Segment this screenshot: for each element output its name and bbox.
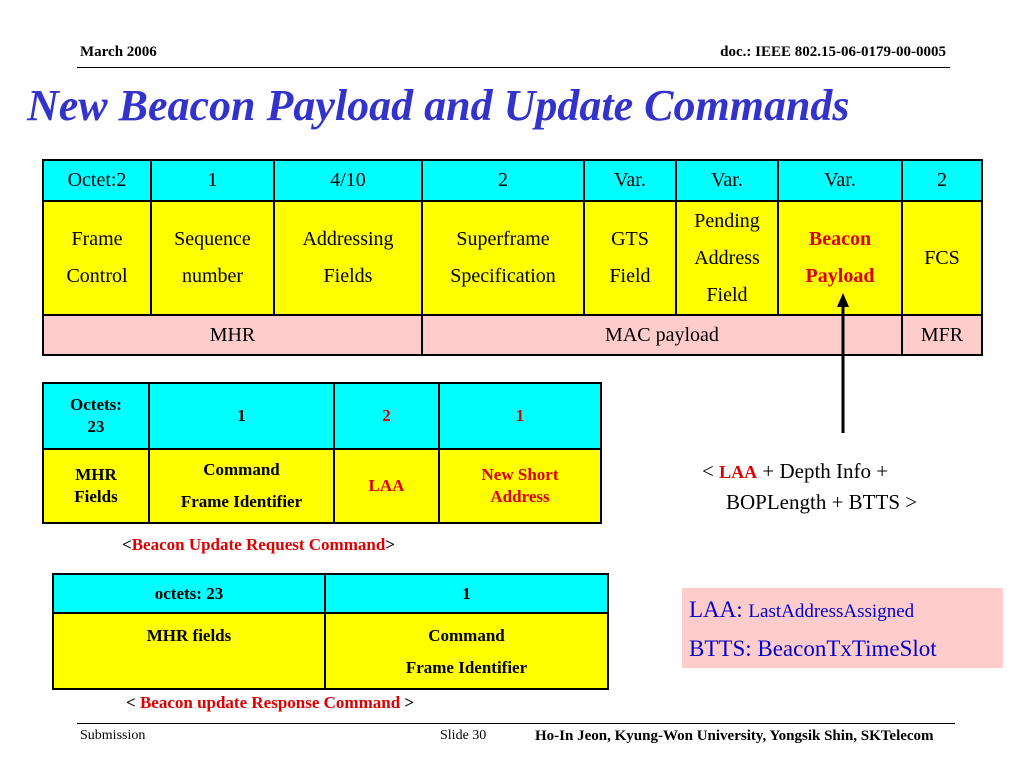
mfr-part-cell: MFR	[901, 314, 983, 356]
request-caption: <Beacon Update Request Command>	[122, 535, 395, 554]
mhr-part-cell: MHR	[42, 314, 423, 356]
beacon-payload-formula: < LAA + Depth Info + BOPLength + BTTS >	[702, 459, 918, 514]
slide-title: New Beacon Payload and Update Commands	[27, 81, 850, 130]
octet-cell: 1	[324, 573, 609, 614]
mac-payload-part-cell: MAC payload	[421, 314, 903, 356]
header-date: March 2006	[80, 44, 157, 60]
header-divider	[77, 67, 950, 68]
abbreviation-legend: LAA: LastAddressAssigned BTTS: BeaconTxT…	[682, 588, 1003, 668]
laa-definition: LAA: LastAddressAssigned	[689, 597, 915, 622]
footer-authors: Ho-In Jeon, Kyung-Won University, Yongsi…	[535, 728, 934, 744]
octet-cell: 4/10	[273, 159, 423, 202]
octet-cell: octets: 23	[52, 573, 326, 614]
octet-cell: Octets:23	[42, 382, 150, 450]
octets-row: Octets:23 1 2 1	[42, 382, 602, 450]
octet-cell: Var.	[777, 159, 903, 202]
octet-cell: 2	[333, 382, 440, 450]
footer-submission: Submission	[80, 728, 146, 743]
octet-cell: 2	[901, 159, 983, 202]
btts-definition: BTTS: BeaconTxTimeSlot	[689, 636, 937, 661]
slide-number: Slide 30	[440, 728, 487, 743]
octet-cell: 1	[150, 159, 275, 202]
footer-divider	[77, 723, 955, 724]
mhr-fields-cell: MHR fields	[52, 612, 326, 690]
octet-cell: 1	[438, 382, 602, 450]
octet-cell: Var.	[675, 159, 779, 202]
octets-row: Octet:2 1 4/10 2 Var. Var. Var. 2	[42, 159, 983, 202]
octet-cell: Octet:2	[42, 159, 152, 202]
octet-cell: Var.	[583, 159, 677, 202]
octet-cell: 1	[148, 382, 335, 450]
response-caption: < Beacon update Response Command >	[126, 693, 415, 712]
octets-row: octets: 23 1	[52, 573, 609, 614]
parts-row: MHR MAC payload MFR	[42, 314, 983, 356]
fcs-cell: FCS	[901, 200, 983, 316]
up-arrow-icon	[837, 293, 849, 433]
octet-cell: 2	[421, 159, 585, 202]
laa-cell: LAA	[333, 448, 440, 524]
header-doc-id: doc.: IEEE 802.15-06-0179-00-0005	[720, 44, 946, 60]
